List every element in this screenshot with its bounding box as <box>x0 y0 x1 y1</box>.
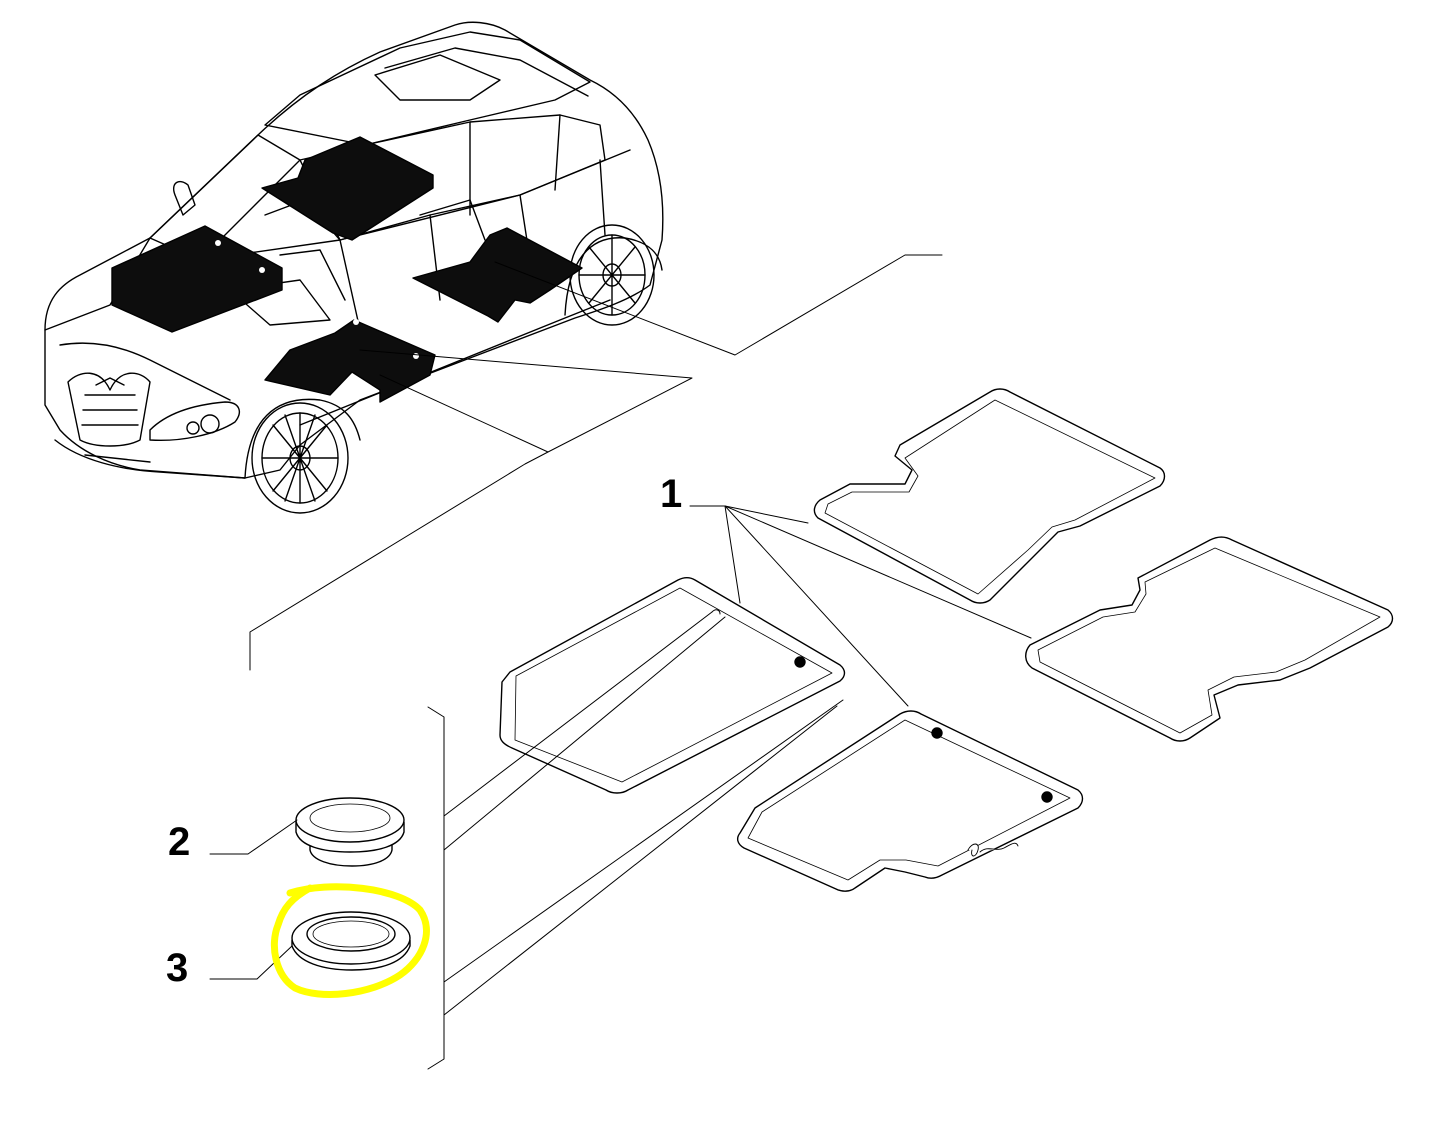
ring-part-3 <box>291 911 411 971</box>
mat-on-car-rear-left <box>261 136 434 241</box>
mat-on-car-driver <box>111 225 283 333</box>
mat-on-car-passenger <box>264 319 436 403</box>
plug-part-2 <box>295 797 405 867</box>
leader-lines-parts <box>209 505 1032 1070</box>
car-illustration <box>44 21 664 514</box>
mats-on-car <box>111 136 583 403</box>
leader-lines-car <box>249 254 943 671</box>
detail-mats <box>499 388 1394 892</box>
callout-part-1: 1 <box>660 472 683 516</box>
callout-part-3: 3 <box>166 946 189 990</box>
mat-on-car-rear-right <box>412 227 583 323</box>
highlight-circle <box>270 883 430 998</box>
callout-part-2: 2 <box>168 820 191 864</box>
